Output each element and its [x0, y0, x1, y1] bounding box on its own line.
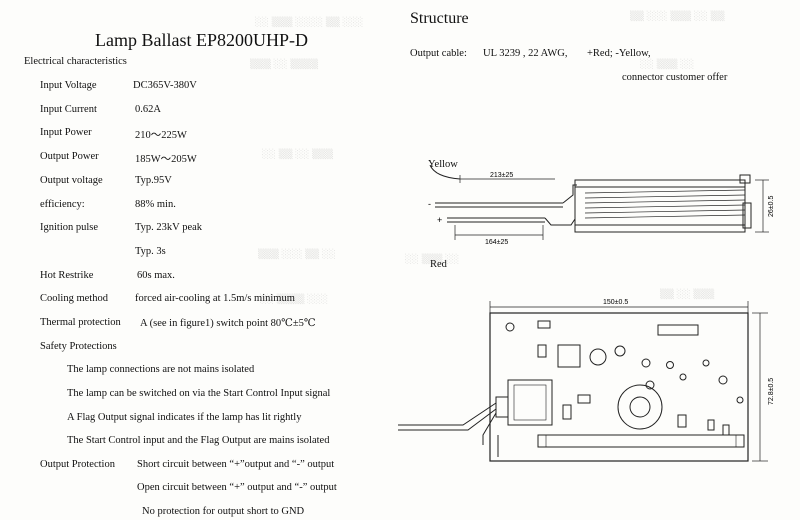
bleed-through: ░░ ▒▒▒▒ ░░░: [260, 295, 329, 305]
red-label: Red: [430, 259, 447, 270]
bleed-through: ░░ ▒▒▒ ░░░░ ▒▒ ░░░: [255, 18, 364, 28]
dim-26: 26±0.5: [768, 196, 775, 217]
bleed-through: ▒▒ ░░ ▒▒▒: [660, 290, 715, 300]
cable-colors: +Red; -Yellow,: [587, 48, 651, 59]
safety-item: The lamp can be switched on via the Star…: [67, 388, 331, 399]
connector-note: connector customer offer: [622, 72, 728, 83]
bleed-through: ▒▒ ░░░ ▒▒▒ ░░ ▒▒: [630, 12, 725, 22]
structure-heading: Structure: [410, 10, 469, 27]
side-view-drawing: 213±25 164±25 26±0.5 - +: [428, 165, 775, 246]
output-protection-item: Open circuit between “+” output and “-” …: [137, 482, 337, 493]
spec-value: 210～225W: [135, 130, 187, 141]
spec-label: Hot Restrike: [40, 270, 94, 281]
dim-213: 213±25: [490, 172, 513, 179]
output-protection-item: No protection for output short to GND: [142, 506, 305, 517]
page-title: Lamp Ballast EP8200UHP-D: [95, 30, 308, 50]
output-protection-heading: Output Protection: [40, 459, 115, 470]
dim-150: 150±0.5: [603, 299, 628, 306]
pcb-top-view-drawing: 150±0.5 72.8±0.5: [398, 299, 775, 462]
yellow-label: Yellow: [428, 159, 458, 170]
bleed-through: ░░ ▒▒ ░░ ▒▒▒: [262, 150, 333, 160]
cable-spec: UL 3239 , 22 AWG,: [483, 48, 568, 59]
spec-value: Typ.95V: [135, 175, 172, 186]
safety-item: A Flag Output signal indicates if the la…: [67, 412, 302, 423]
minus-terminal: -: [428, 199, 431, 209]
spec-value: 185W～205W: [135, 154, 197, 165]
output-protection-item: Short circuit between “+”output and “-” …: [137, 459, 335, 470]
bleed-through: ▒▒▒ ░░░ ▒▒ ░░: [258, 250, 336, 260]
dim-72-8: 72.8±0.5: [768, 378, 775, 405]
plus-terminal: +: [437, 215, 442, 225]
bleed-through: ░░ ▒▒▒ ░░: [405, 255, 460, 265]
spec-value: DC365V-380V: [133, 80, 197, 91]
spec-value: Typ. 3s: [135, 246, 166, 257]
spec-label: Input Current: [40, 104, 97, 115]
spec-value: Typ. 23kV peak: [135, 222, 203, 233]
spec-label: Output Power: [40, 151, 99, 162]
section-heading: Electrical characteristics: [24, 56, 127, 67]
spec-label: Thermal protection: [40, 317, 121, 328]
cable-label: Output cable:: [410, 48, 467, 59]
spec-value: 60s max.: [137, 270, 175, 281]
safety-heading: Safety Protections: [40, 341, 117, 352]
spec-label: Input Power: [40, 127, 92, 138]
dim-164: 164±25: [485, 239, 508, 246]
spec-label: efficiency:: [40, 199, 85, 210]
spec-label: Output voltage: [40, 175, 103, 186]
spec-value: 88% min.: [135, 199, 176, 210]
spec-label: Input Voltage: [40, 80, 97, 91]
spec-value: A (see in figure1) switch point 80℃±5℃: [140, 318, 316, 329]
spec-label: Cooling method: [40, 293, 108, 304]
spec-value: 0.62A: [135, 104, 161, 115]
safety-item: The lamp connections are not mains isola…: [67, 364, 255, 375]
bleed-through: ░░ ▒▒▒ ░░: [640, 60, 695, 70]
safety-item: The Start Control input and the Flag Out…: [67, 435, 330, 446]
spec-value: forced air-cooling at 1.5m/s minimum: [135, 293, 295, 304]
bleed-through: ▒▒▒ ░░ ▒▒▒▒: [250, 60, 319, 70]
spec-label: Ignition pulse: [40, 222, 99, 233]
